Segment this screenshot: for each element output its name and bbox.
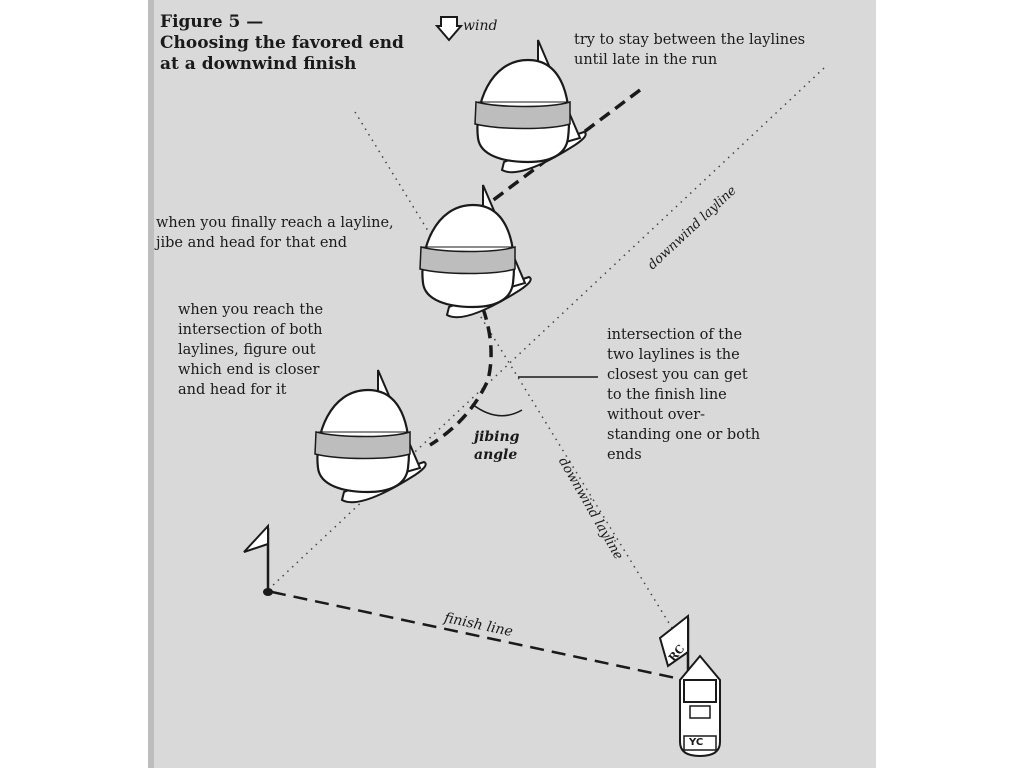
note-line: intersection of the	[607, 327, 743, 343]
jibing-angle-arc	[471, 403, 523, 417]
note-line: standing one or both	[607, 427, 761, 443]
note-line: which end is closer	[178, 362, 320, 378]
title-line: Figure 5 —	[160, 12, 264, 32]
note-line: two laylines is the	[607, 347, 740, 363]
flag-icon	[658, 613, 690, 686]
flag-icon	[243, 523, 273, 596]
note-line: without over-	[607, 407, 706, 423]
figure-title: Figure 5 — Choosing the favored end at a…	[160, 12, 404, 75]
page-edge	[148, 0, 154, 768]
title-line: at a downwind finish	[160, 54, 357, 74]
note-line: closest you can get	[607, 367, 748, 383]
note-line: laylines, figure out	[178, 342, 316, 358]
finish-line	[271, 590, 686, 682]
label-line: angle	[474, 447, 518, 463]
down-arrow-icon	[434, 16, 464, 42]
stay-between-note: try to stay between the laylines until l…	[574, 30, 805, 70]
note-line: when you reach the	[178, 302, 324, 318]
note-line: try to stay between the laylines	[574, 32, 806, 48]
title-line: Choosing the favored end	[160, 33, 404, 53]
wind-label: wind	[463, 18, 498, 34]
yc-boat-label: YC	[689, 737, 704, 748]
note-line: until late in the run	[574, 52, 718, 68]
note-line: intersection of both	[178, 322, 323, 338]
note-line: to the finish line	[607, 387, 727, 403]
intersection-note: intersection of the two laylines is the …	[607, 325, 760, 465]
jibing-angle-label: jibing angle	[474, 428, 519, 464]
note-line: ends	[607, 447, 642, 463]
reach-intersection-note: when you reach the intersection of both …	[178, 300, 323, 400]
sailboat-icon	[473, 38, 587, 174]
sailboat-icon	[418, 183, 532, 319]
note-line: and head for it	[178, 382, 287, 398]
note-line: jibe and head for that end	[156, 235, 348, 251]
boat-icon	[679, 654, 721, 758]
label-line: jibing	[474, 429, 520, 445]
note-line: when you finally reach a layline,	[156, 215, 394, 231]
reach-layline-note: when you finally reach a layline, jibe a…	[156, 213, 394, 253]
sailboat-icon	[313, 368, 427, 504]
